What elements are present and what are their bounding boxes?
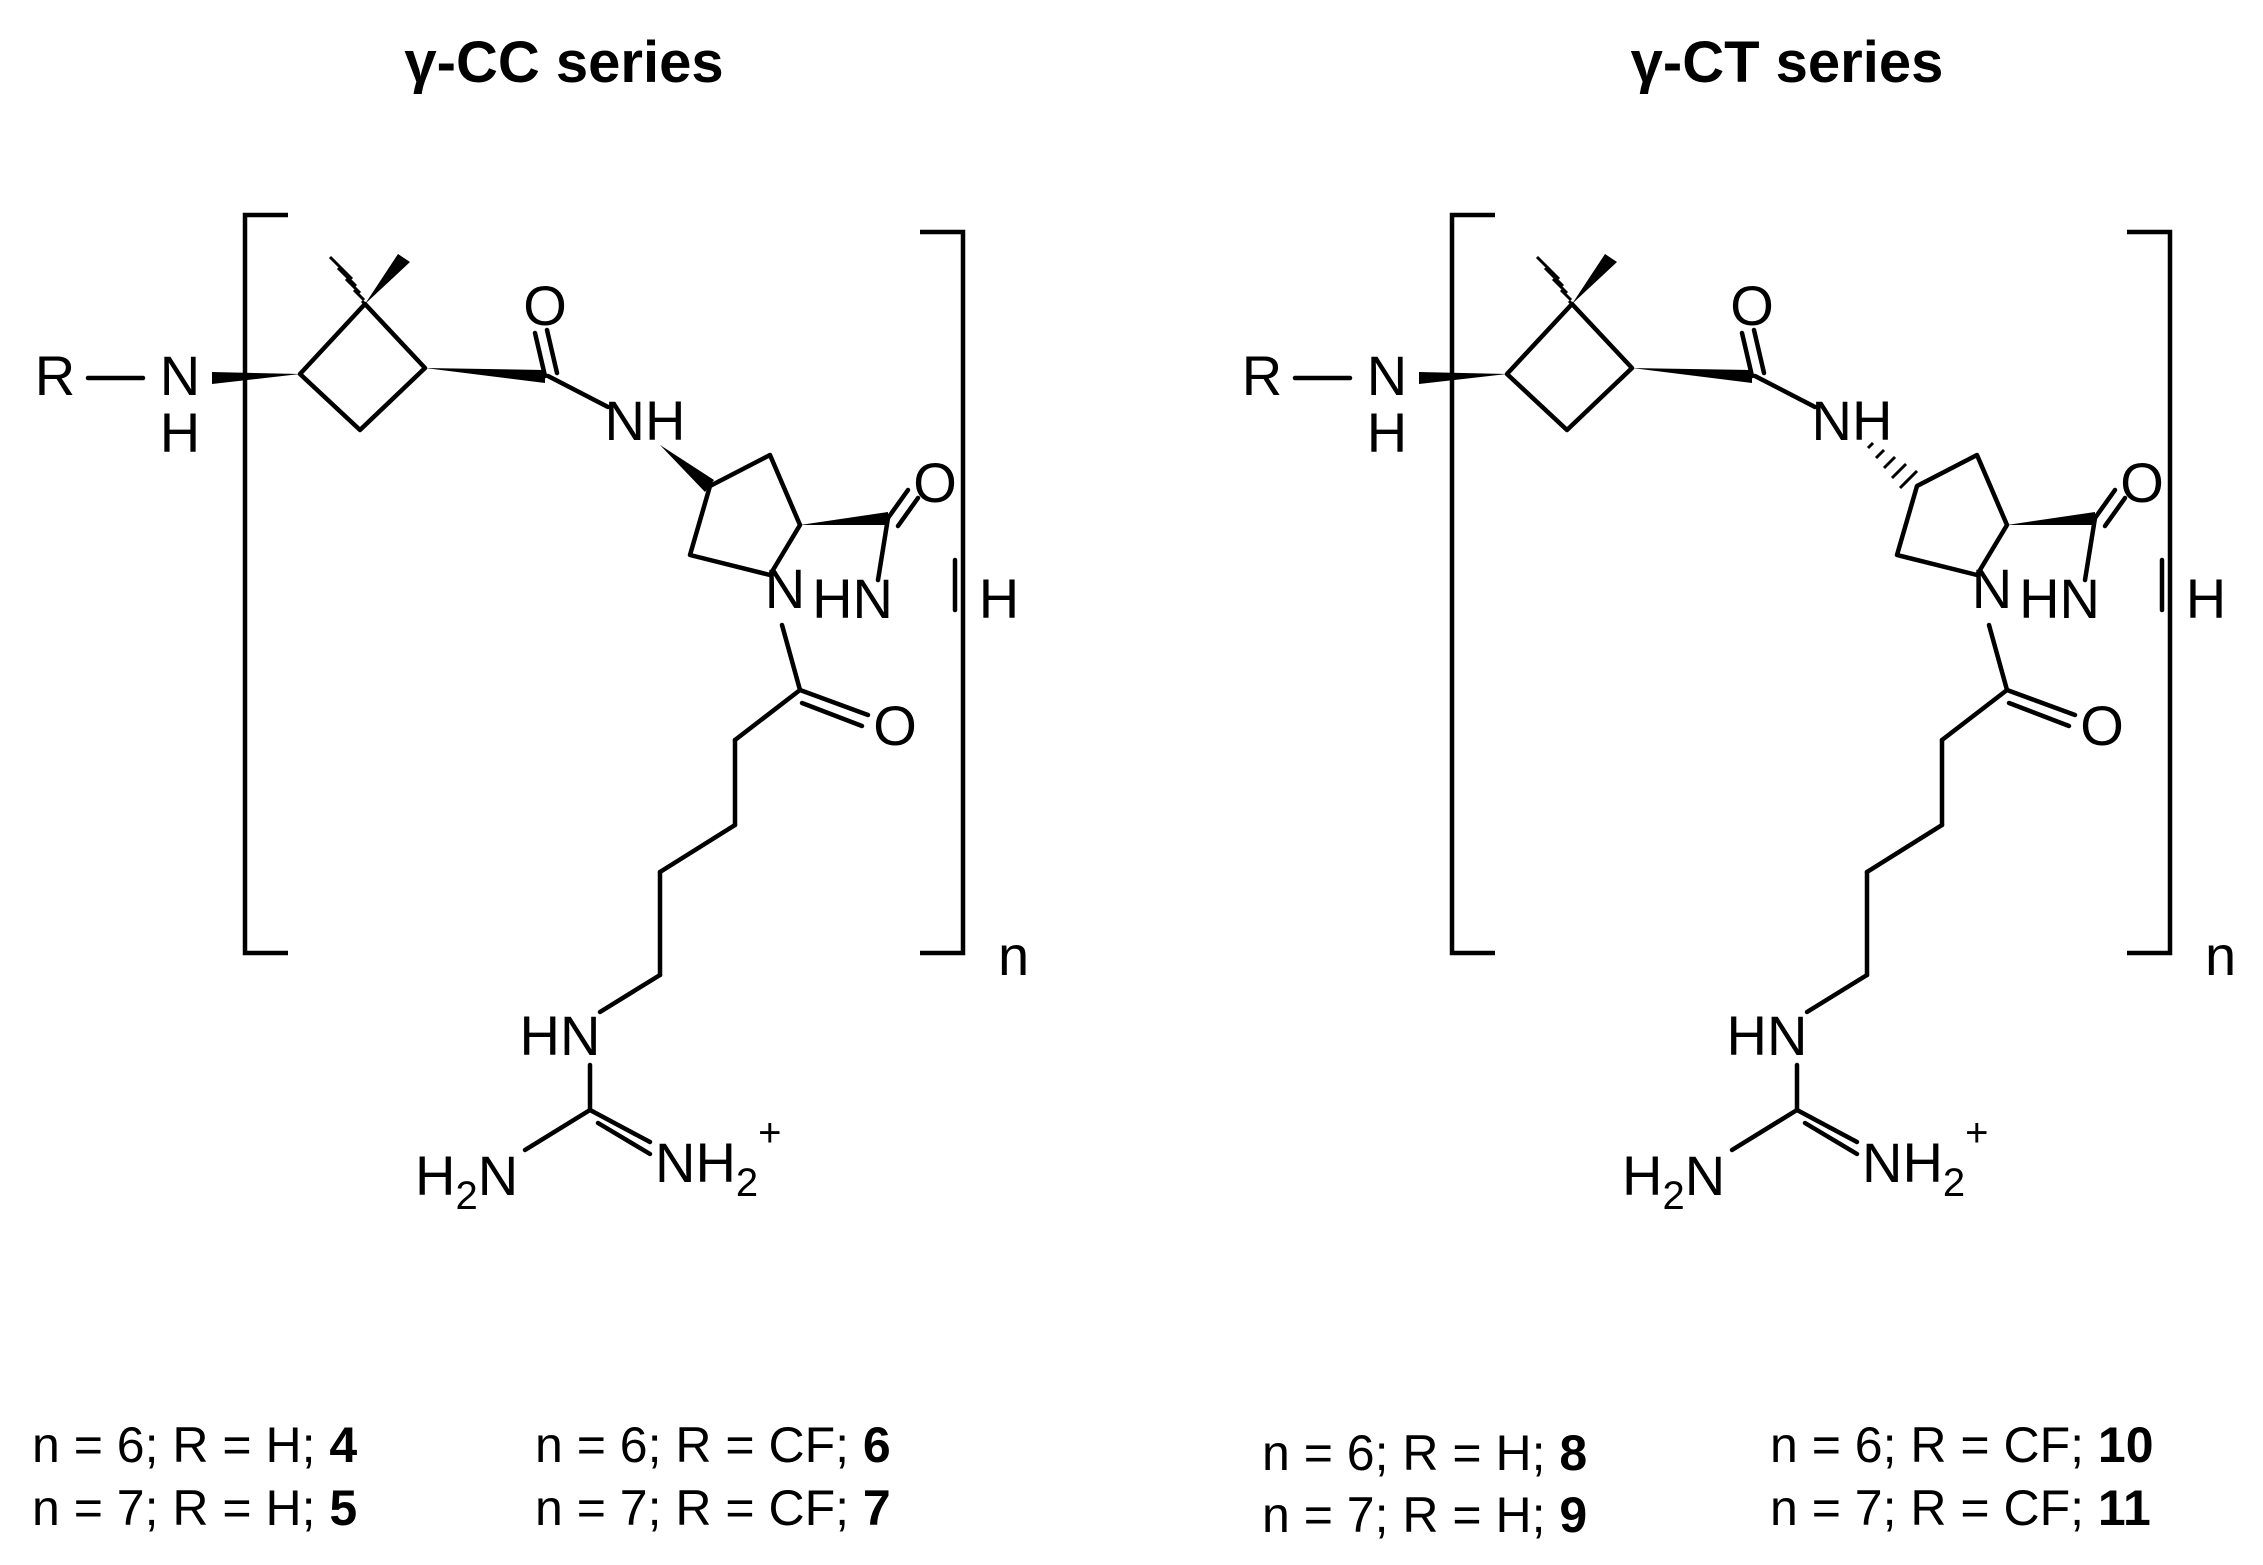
repeat-bracket-right bbox=[920, 229, 966, 956]
bond-skeleton bbox=[1292, 254, 2165, 1157]
repeat-bracket-right bbox=[2127, 229, 2173, 956]
repeat-bracket-left bbox=[1449, 212, 1495, 956]
panel-title: γ-CT series bbox=[1631, 30, 1944, 95]
compound-caption: n = 6; R = H; 4 bbox=[32, 1417, 357, 1473]
guanidine-hn-label: HN bbox=[1727, 1004, 1808, 1067]
amide-nh-label: NH bbox=[1812, 389, 1893, 452]
terminal-hydrogen-label: H bbox=[2186, 567, 2226, 630]
pyrrolidine-nitrogen-label: N bbox=[1972, 557, 2012, 620]
panel-ct-series: γ-CT series n R N H O NH O HN H N O HN H… bbox=[1242, 30, 2236, 1543]
amide-nh-label: NH bbox=[605, 389, 686, 452]
amine-nitrogen-label: N bbox=[160, 344, 200, 407]
repeat-count-label: n bbox=[998, 924, 1029, 987]
amine-hydrogen-label: H bbox=[160, 401, 200, 464]
compound-caption: n = 6; R = CF; 6 bbox=[535, 1417, 891, 1473]
guanidine-nh2-label: NH2+ bbox=[655, 1111, 782, 1205]
r-group-label: R bbox=[35, 344, 75, 407]
carbonyl-oxygen-label: O bbox=[2080, 694, 2124, 757]
compound-caption: n = 7; R = H; 5 bbox=[32, 1480, 357, 1536]
terminal-hn-label: HN bbox=[2019, 567, 2100, 630]
bond-skeleton bbox=[85, 254, 958, 1157]
terminal-hn-label: HN bbox=[812, 567, 893, 630]
repeat-bracket-left bbox=[242, 212, 288, 956]
carbonyl-oxygen-label: O bbox=[1730, 274, 1774, 337]
r-group-label: R bbox=[1242, 344, 1282, 407]
compound-caption: n = 7; R = CF; 11 bbox=[1770, 1480, 2151, 1536]
compound-caption: n = 7; R = CF; 7 bbox=[535, 1480, 891, 1536]
guanidine-nh2-label: NH2+ bbox=[1862, 1111, 1989, 1205]
guanidine-h2n-label: H2N bbox=[1622, 1144, 1725, 1218]
guanidine-hn-label: HN bbox=[520, 1004, 601, 1067]
guanidine-h2n-label: H2N bbox=[415, 1144, 518, 1218]
pyrrolidine-nitrogen-label: N bbox=[765, 557, 805, 620]
terminal-hydrogen-label: H bbox=[979, 567, 1019, 630]
carbonyl-oxygen-label: O bbox=[2120, 451, 2164, 514]
amine-nitrogen-label: N bbox=[1367, 344, 1407, 407]
carbonyl-oxygen-label: O bbox=[523, 274, 567, 337]
compound-caption: n = 7; R = H; 9 bbox=[1262, 1487, 1587, 1543]
compound-caption: n = 6; R = H; 8 bbox=[1262, 1425, 1587, 1481]
panel-cc-series: γ-CC series n R N H O NH O HN H N O HN H… bbox=[32, 30, 1029, 1536]
carbonyl-oxygen-label: O bbox=[873, 694, 917, 757]
panel-title: γ-CC series bbox=[404, 30, 723, 95]
amine-hydrogen-label: H bbox=[1367, 401, 1407, 464]
repeat-count-label: n bbox=[2205, 924, 2236, 987]
carbonyl-oxygen-label: O bbox=[913, 451, 957, 514]
compound-caption: n = 6; R = CF; 10 bbox=[1770, 1417, 2154, 1473]
